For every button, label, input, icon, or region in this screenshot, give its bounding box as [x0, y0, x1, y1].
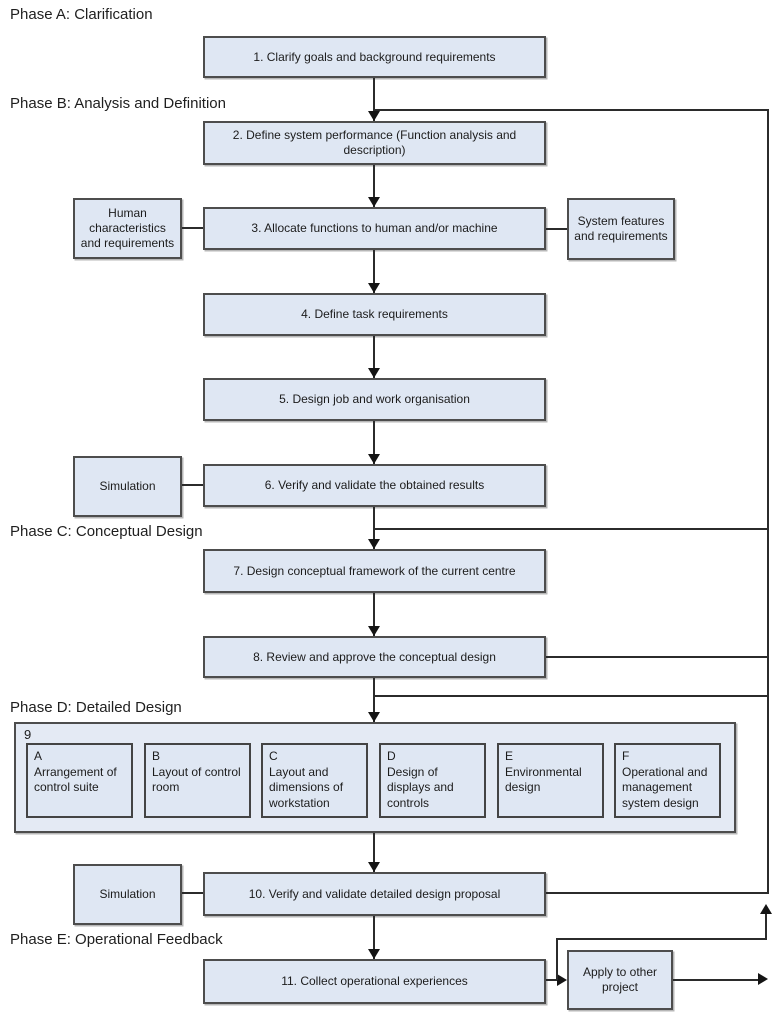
flow-connector	[373, 421, 375, 464]
arrowhead-down	[368, 862, 380, 872]
sub-box-text: Layout and dimensions of workstation	[269, 764, 344, 810]
sub-box-f: F Operational and management system desi…	[614, 743, 721, 818]
sub-box-text: Design of displays and controls	[387, 764, 454, 810]
system-features-box: System features and requirements	[567, 198, 675, 260]
arrowhead-down	[368, 283, 380, 293]
process-box-8: 8. Review and approve the conceptual des…	[203, 636, 546, 678]
sub-box-letter: E	[505, 749, 514, 763]
human-box-connector	[182, 227, 203, 229]
box11-feedback-up-segment	[765, 914, 767, 939]
sub-box-text: Arrangement of control suite	[34, 764, 117, 795]
feedback-connector-phase-d	[373, 695, 769, 697]
process-box-11: 11. Collect operational experiences	[203, 959, 546, 1004]
flow-connector	[373, 336, 375, 378]
arrowhead-right	[758, 973, 768, 985]
phase-d-label: Phase D: Detailed Design	[10, 699, 182, 716]
feedback-connector-top	[373, 109, 769, 111]
phase-e-label: Phase E: Operational Feedback	[10, 931, 223, 948]
flow-connector	[373, 78, 375, 121]
process-box-4: 4. Define task requirements	[203, 293, 546, 336]
arrowhead-down	[368, 111, 380, 121]
human-characteristics-box: Human characteristics and requirements	[73, 198, 182, 259]
box11-feedback-riser	[556, 938, 558, 980]
arrowhead-right	[557, 974, 567, 986]
arrowhead-down	[368, 949, 380, 959]
feedback-connector-phase-c	[373, 528, 769, 530]
arrowhead-down	[368, 539, 380, 549]
sub-box-d: D Design of displays and controls	[379, 743, 486, 818]
phase-a-label: Phase A: Clarification	[10, 6, 153, 23]
simulation1-connector	[182, 484, 203, 486]
flow-connector	[373, 678, 375, 722]
process-box-7: 7. Design conceptual framework of the cu…	[203, 549, 546, 593]
feedback-connector-box10-out	[546, 892, 769, 894]
group-number-label: 9	[24, 727, 32, 742]
process-box-5: 5. Design job and work organisation	[203, 378, 546, 421]
arrowhead-up	[760, 904, 772, 914]
flow-connector	[373, 165, 375, 207]
sub-box-b: B Layout of control room	[144, 743, 251, 818]
arrowhead-down	[368, 712, 380, 722]
box11-apply-connector	[546, 979, 559, 981]
process-box-10: 10. Verify and validate detailed design …	[203, 872, 546, 916]
process-box-3: 3. Allocate functions to human and/or ma…	[203, 207, 546, 250]
arrowhead-down	[368, 197, 380, 207]
system-box-connector	[546, 228, 567, 230]
flow-connector	[373, 250, 375, 293]
process-box-2: 2. Define system performance (Function a…	[203, 121, 546, 165]
apply-output-connector	[673, 979, 758, 981]
sub-box-text: Layout of control room	[152, 764, 241, 795]
sub-box-letter: B	[152, 749, 161, 763]
sub-box-letter: A	[34, 749, 43, 763]
feedback-connector-box8-out	[546, 656, 769, 658]
apply-to-other-project-box: Apply to other project	[567, 950, 673, 1010]
simulation2-connector	[182, 892, 203, 894]
sub-box-letter: F	[622, 749, 630, 763]
feedback-connector-right-edge	[767, 109, 769, 894]
arrowhead-down	[368, 626, 380, 636]
simulation-box-1: Simulation	[73, 456, 182, 517]
process-box-1: 1. Clarify goals and background requirem…	[203, 36, 546, 78]
arrowhead-down	[368, 454, 380, 464]
arrowhead-down	[368, 368, 380, 378]
sub-box-a: A Arrangement of control suite	[26, 743, 133, 818]
sub-box-c: C Layout and dimensions of workstation	[261, 743, 368, 818]
process-box-6: 6. Verify and validate the obtained resu…	[203, 464, 546, 507]
sub-box-text: Operational and management system design	[622, 764, 708, 810]
sub-box-letter: C	[269, 749, 278, 763]
box11-feedback-horizontal	[556, 938, 767, 940]
flow-connector	[373, 593, 375, 636]
phase-b-label: Phase B: Analysis and Definition	[10, 95, 226, 112]
phase-c-label: Phase C: Conceptual Design	[10, 523, 203, 540]
simulation-box-2: Simulation	[73, 864, 182, 925]
sub-box-text: Environmental design	[505, 764, 582, 795]
flow-connector	[373, 833, 375, 872]
sub-box-e: E Environmental design	[497, 743, 604, 818]
flow-connector	[373, 916, 375, 959]
sub-box-letter: D	[387, 749, 396, 763]
